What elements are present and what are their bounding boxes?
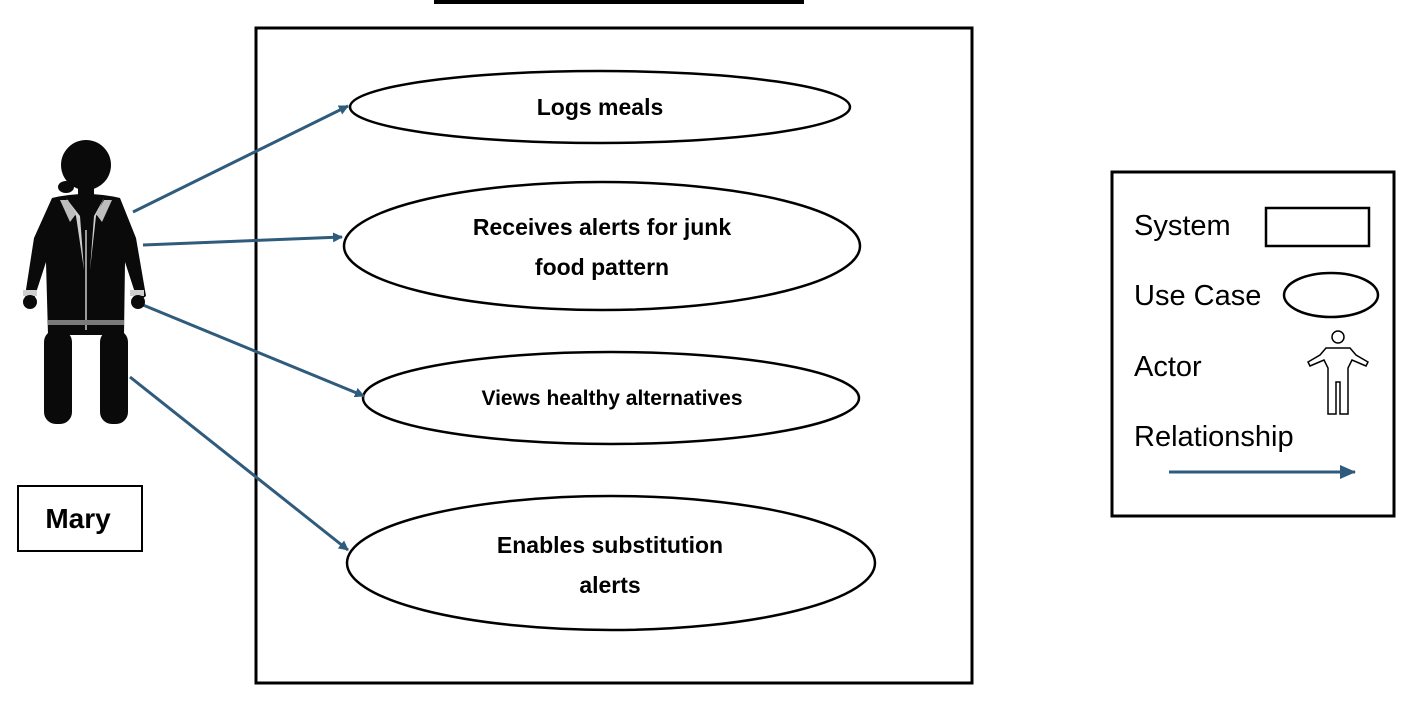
legend-actor-icon [1307,330,1369,415]
actor-name: Mary [45,503,111,534]
legend-use-case-label: Use Case [1134,280,1261,312]
legend-use-case-icon [1282,271,1380,319]
title-underline [434,0,804,4]
actor-name-box: Mary [17,485,143,552]
legend-system-icon [1264,206,1371,248]
use-case-label: alerts [579,572,640,598]
use-case-label: Logs meals [537,94,664,120]
use-case-views-healthy-alternatives: Views healthy alternatives [361,350,861,446]
relationship-arrow [129,375,349,552]
use-case-label: Enables substitution [497,532,723,558]
relationship-arrow [142,232,343,247]
legend-actor-label: Actor [1134,351,1202,383]
use-case-label: Receives alerts for junk [473,214,731,240]
use-case-receives-alerts: Receives alerts for junk food pattern [342,180,862,312]
use-case-label: Views healthy alternatives [481,387,742,410]
relationship-arrow [142,303,365,398]
relationship-arrow [132,104,349,214]
legend-system-label: System [1134,210,1231,242]
actor-mary-icon [23,140,146,424]
legend: System Use Case Actor Relationship [1110,170,1396,518]
use-case-label: food pattern [535,254,669,280]
use-case-logs-meals: Logs meals [348,69,852,145]
use-case-enables-substitution-alerts: Enables substitution alerts [345,494,877,632]
legend-relationship-label: Relationship [1134,421,1294,453]
system-boundary [254,26,974,685]
